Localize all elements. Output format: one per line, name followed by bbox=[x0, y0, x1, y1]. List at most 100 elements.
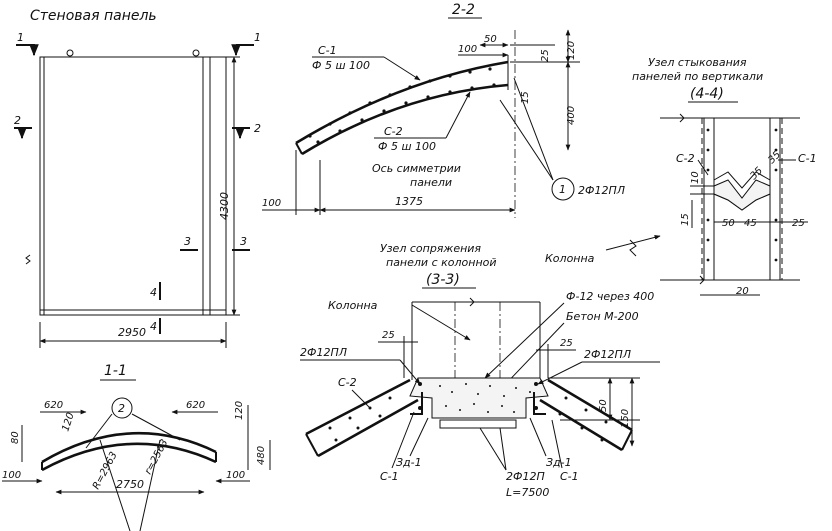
svg-text:4: 4 bbox=[150, 286, 157, 299]
svg-text:15: 15 bbox=[680, 213, 691, 226]
column-label-3-3: Колонна bbox=[328, 299, 378, 312]
section-1-1-title: 1-1 bbox=[104, 363, 127, 379]
embedded-part-left bbox=[410, 392, 423, 415]
arch-inner bbox=[41, 442, 217, 472]
symmetry-axis-label: Ось симметрии bbox=[372, 162, 461, 175]
span-1375-label: 1375 bbox=[395, 195, 423, 208]
svg-text:2: 2 bbox=[254, 122, 261, 135]
svg-text:25: 25 bbox=[540, 49, 551, 62]
callout-bubble-1 bbox=[551, 177, 575, 201]
span-2750-label: 2750 bbox=[116, 478, 144, 491]
svg-text:панелей по вертикали: панелей по вертикали bbox=[632, 70, 763, 83]
svg-text:1: 1 bbox=[559, 183, 566, 196]
mesh-c1-label-4-4: С-1 bbox=[798, 152, 817, 165]
rebar-dots-2-2 bbox=[308, 67, 496, 144]
embedded-part-right bbox=[533, 392, 546, 415]
svg-text:100: 100 bbox=[2, 470, 21, 481]
shell-inner-edge bbox=[301, 83, 509, 156]
column-label-4-4: Колонна bbox=[545, 252, 595, 265]
svg-text:2: 2 bbox=[118, 402, 125, 415]
right-shell-outer bbox=[547, 378, 633, 432]
left-shell-outer bbox=[305, 378, 411, 436]
section-2-2-title: 2-2 bbox=[452, 2, 475, 18]
svg-text:480: 480 bbox=[256, 446, 267, 465]
svg-text:25: 25 bbox=[792, 218, 805, 229]
svg-text:620: 620 bbox=[44, 400, 63, 411]
cast-concrete-infill bbox=[409, 377, 549, 419]
section-2-2: 2-2 С-1 Ф 5 ш 100 С-2 Ф 5 ш 100 50 10 bbox=[262, 2, 625, 218]
svg-text:10: 10 bbox=[690, 171, 701, 184]
node-4-4: Узел стыкования панелей по вертикали (4-… bbox=[545, 56, 817, 297]
svg-text:100: 100 bbox=[226, 470, 245, 481]
svg-text:15: 15 bbox=[520, 91, 531, 104]
svg-text:50: 50 bbox=[484, 34, 497, 45]
callout-bubble-2 bbox=[111, 397, 133, 419]
bottom-plate bbox=[439, 419, 517, 429]
panel-left-edge bbox=[703, 117, 715, 281]
mesh-c2-spec: Ф 5 ш 100 bbox=[378, 140, 436, 153]
svg-text:120: 120 bbox=[234, 401, 245, 420]
svg-text:100: 100 bbox=[458, 44, 477, 55]
node-3-3-title: (3-3) bbox=[426, 272, 460, 288]
bars-left-label: 2Ф12ПЛ bbox=[300, 346, 347, 359]
svg-text:120: 120 bbox=[60, 411, 76, 433]
rebar-spacing-label: Ф-12 через 400 bbox=[566, 290, 654, 303]
length-label: L=7500 bbox=[506, 486, 549, 499]
cut-1-marker-left bbox=[16, 44, 39, 57]
mesh-c1-label: С-1 bbox=[318, 44, 337, 57]
svg-text:3: 3 bbox=[240, 235, 247, 248]
svg-text:1: 1 bbox=[254, 31, 261, 44]
embedded-right-label: Зд-1 bbox=[546, 456, 572, 469]
svg-text:2: 2 bbox=[14, 114, 21, 127]
svg-text:150: 150 bbox=[620, 409, 631, 428]
svg-text:3: 3 bbox=[184, 235, 191, 248]
svg-text:120: 120 bbox=[566, 41, 577, 60]
arch-outer bbox=[41, 431, 217, 464]
section-1-1: 1-1 620 620 2 120 80 120 480 R=2963 r=25… bbox=[2, 363, 271, 531]
bars-bottom-label: 2Ф12П bbox=[506, 470, 545, 483]
joint-grout bbox=[713, 179, 771, 211]
node-3-3: Узел сопряжения панели с колонной (3-3) … bbox=[300, 242, 660, 499]
mesh-c1-spec: Ф 5 ш 100 bbox=[312, 59, 370, 72]
svg-text:100: 100 bbox=[262, 198, 281, 209]
svg-text:1: 1 bbox=[17, 31, 24, 44]
mesh-c2-label: С-2 bbox=[384, 125, 403, 138]
svg-text:50: 50 bbox=[722, 218, 735, 229]
svg-text:50: 50 bbox=[598, 399, 609, 412]
svg-text:панели: панели bbox=[410, 176, 452, 189]
concrete-grade-label: Бетон М-200 bbox=[566, 310, 639, 323]
wall-panel-title: Стеновая панель bbox=[30, 8, 157, 24]
node-4-4-title: (4-4) bbox=[690, 86, 724, 102]
svg-text:620: 620 bbox=[186, 400, 205, 411]
svg-text:25: 25 bbox=[560, 338, 573, 349]
node-4-4-title-line1: Узел стыкования bbox=[648, 56, 747, 69]
svg-text:4: 4 bbox=[150, 320, 157, 333]
rebar-dots-4-4 bbox=[706, 128, 778, 262]
panel-right-edge bbox=[769, 117, 781, 281]
right-shell-inner bbox=[539, 398, 623, 452]
panel-outline bbox=[39, 56, 227, 316]
embedded-left-label: Зд-1 bbox=[396, 456, 422, 469]
svg-text:панели с колонной: панели с колонной bbox=[386, 256, 497, 269]
node-3-3-title-line1: Узел сопряжения bbox=[380, 242, 481, 255]
svg-text:400: 400 bbox=[566, 106, 577, 125]
panel-height-label: 4300 bbox=[218, 192, 231, 220]
aggregate-dots bbox=[439, 383, 531, 413]
mesh-c1-right-label: С-1 bbox=[560, 470, 579, 483]
left-shell-inner bbox=[317, 398, 419, 458]
shell-outer-edge bbox=[295, 60, 509, 145]
svg-text:45: 45 bbox=[744, 218, 757, 229]
svg-text:20: 20 bbox=[736, 286, 749, 297]
mesh-c1-left-label: С-1 bbox=[380, 470, 399, 483]
svg-text:80: 80 bbox=[10, 431, 21, 444]
svg-text:35: 35 bbox=[766, 149, 783, 166]
mesh-c2-label-3-3: С-2 bbox=[338, 376, 357, 389]
bars-right-label: 2Ф12ПЛ bbox=[584, 348, 631, 361]
wall-panel-elevation: Стеновая панель 1 1 2 2 3 3 4 4 bbox=[14, 8, 261, 348]
svg-text:25: 25 bbox=[382, 330, 395, 341]
svg-text:35: 35 bbox=[748, 165, 765, 182]
panel-width-label: 2950 bbox=[118, 326, 146, 339]
bar-2f12pl-label: 2Ф12ПЛ bbox=[578, 184, 625, 197]
mesh-c2-label-4-4: С-2 bbox=[676, 152, 695, 165]
